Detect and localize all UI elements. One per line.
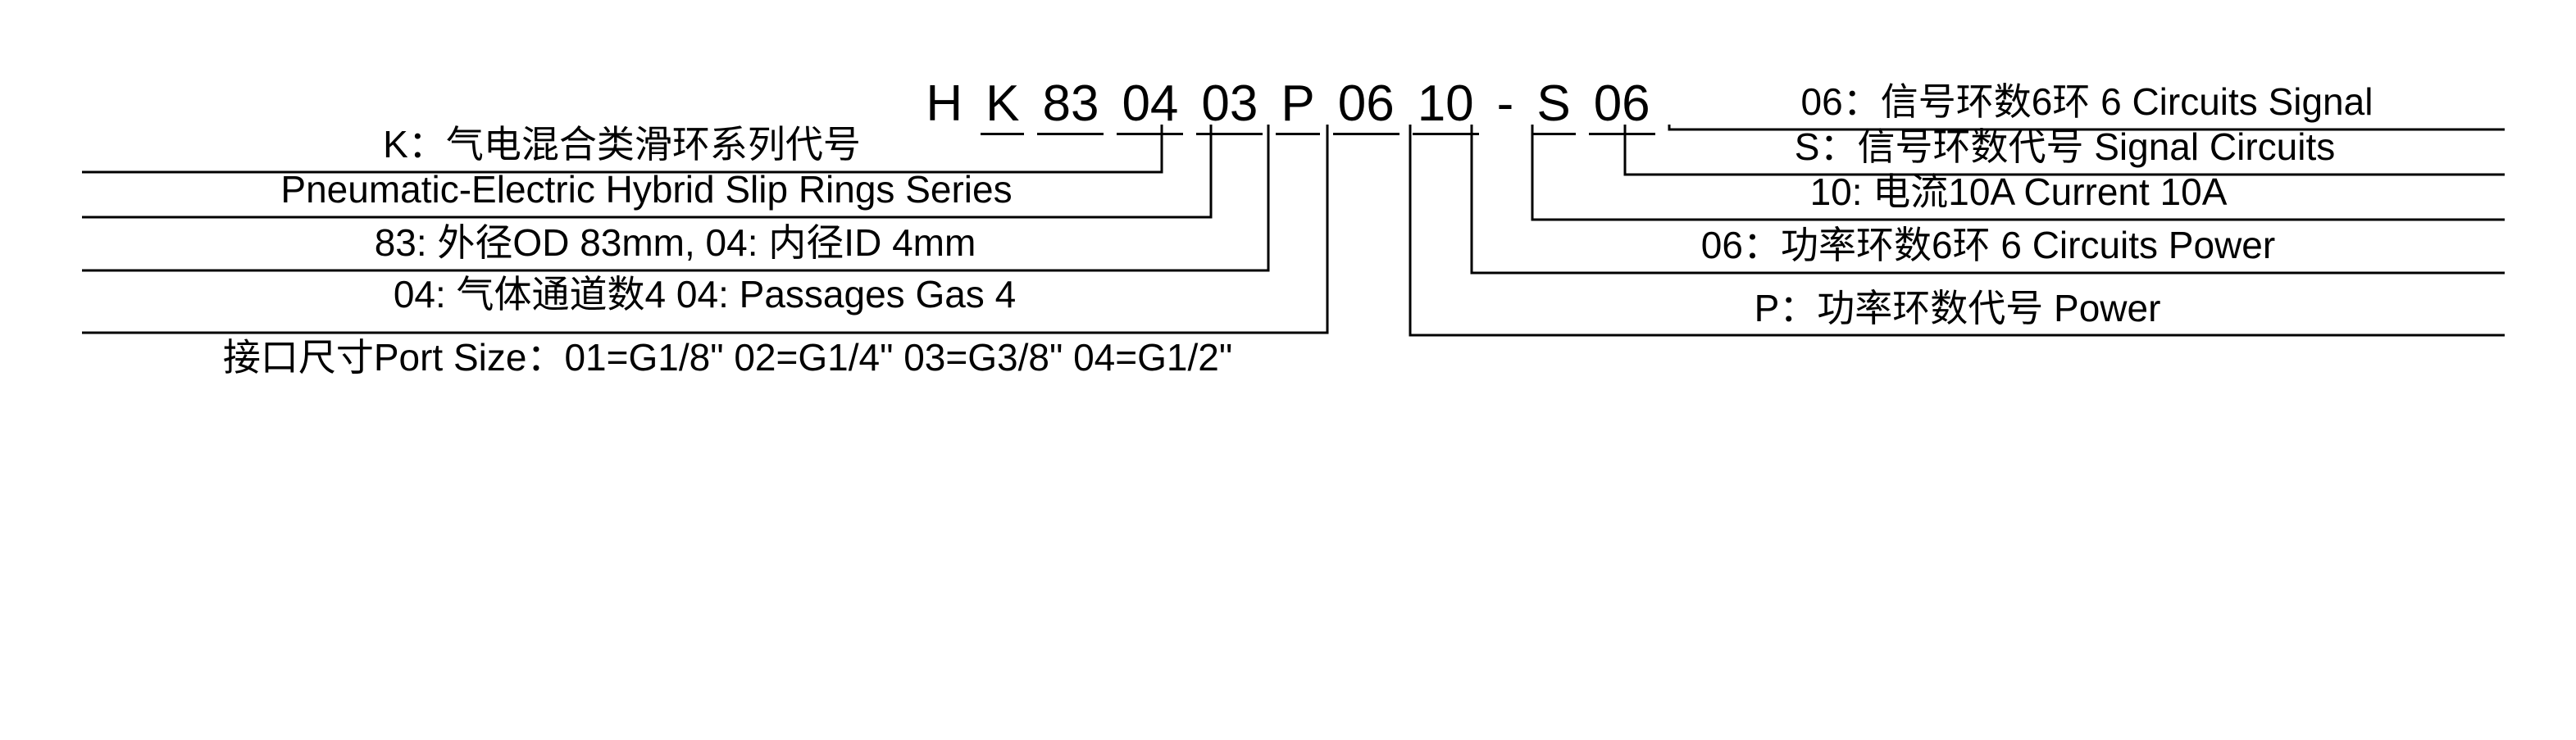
label-series-code-cn: K：气电混合类滑环系列代号	[383, 123, 861, 166]
label-signal-circuits-count: 06：信号环数6环 6 Circuits Signal	[1800, 80, 2373, 123]
code-segment-power-ckt: 06	[1332, 79, 1400, 135]
code-segment-dash: -	[1496, 75, 1514, 132]
code-segment-signal-ckt: 06	[1588, 79, 1655, 135]
code-segment-port: 03	[1196, 79, 1263, 135]
label-power-circuits-count: 06：功率环数6环 6 Circuits Power	[1700, 224, 2276, 266]
code-segment-h: H	[926, 75, 963, 132]
label-od-id: 83: 外径OD 83mm, 04: 内径ID 4mm	[374, 221, 976, 264]
label-series-code-en: Pneumatic-Electric Hybrid Slip Rings Ser…	[280, 168, 1013, 211]
label-signal-circuits-code: S：信号环数代号 Signal Circuits	[1794, 125, 2336, 168]
code-segment-current: 10	[1412, 79, 1479, 135]
code-segment-gas: 04	[1117, 79, 1184, 135]
code-segment-p: P	[1276, 79, 1320, 135]
code-segment-k: K	[981, 79, 1025, 135]
code-segment-od-id: 83	[1037, 79, 1104, 135]
code-segment-s: S	[1531, 79, 1576, 135]
label-gas-passages: 04: 气体通道数4 04: Passages Gas 4	[393, 273, 1017, 316]
label-power-circuits-code: P：功率环数代号 Power	[1754, 287, 2161, 329]
label-port-size: 接口尺寸Port Size：01=G1/8" 02=G1/4" 03=G3/8"…	[222, 336, 1233, 379]
label-current: 10: 电流10A Current 10A	[1809, 170, 2228, 213]
